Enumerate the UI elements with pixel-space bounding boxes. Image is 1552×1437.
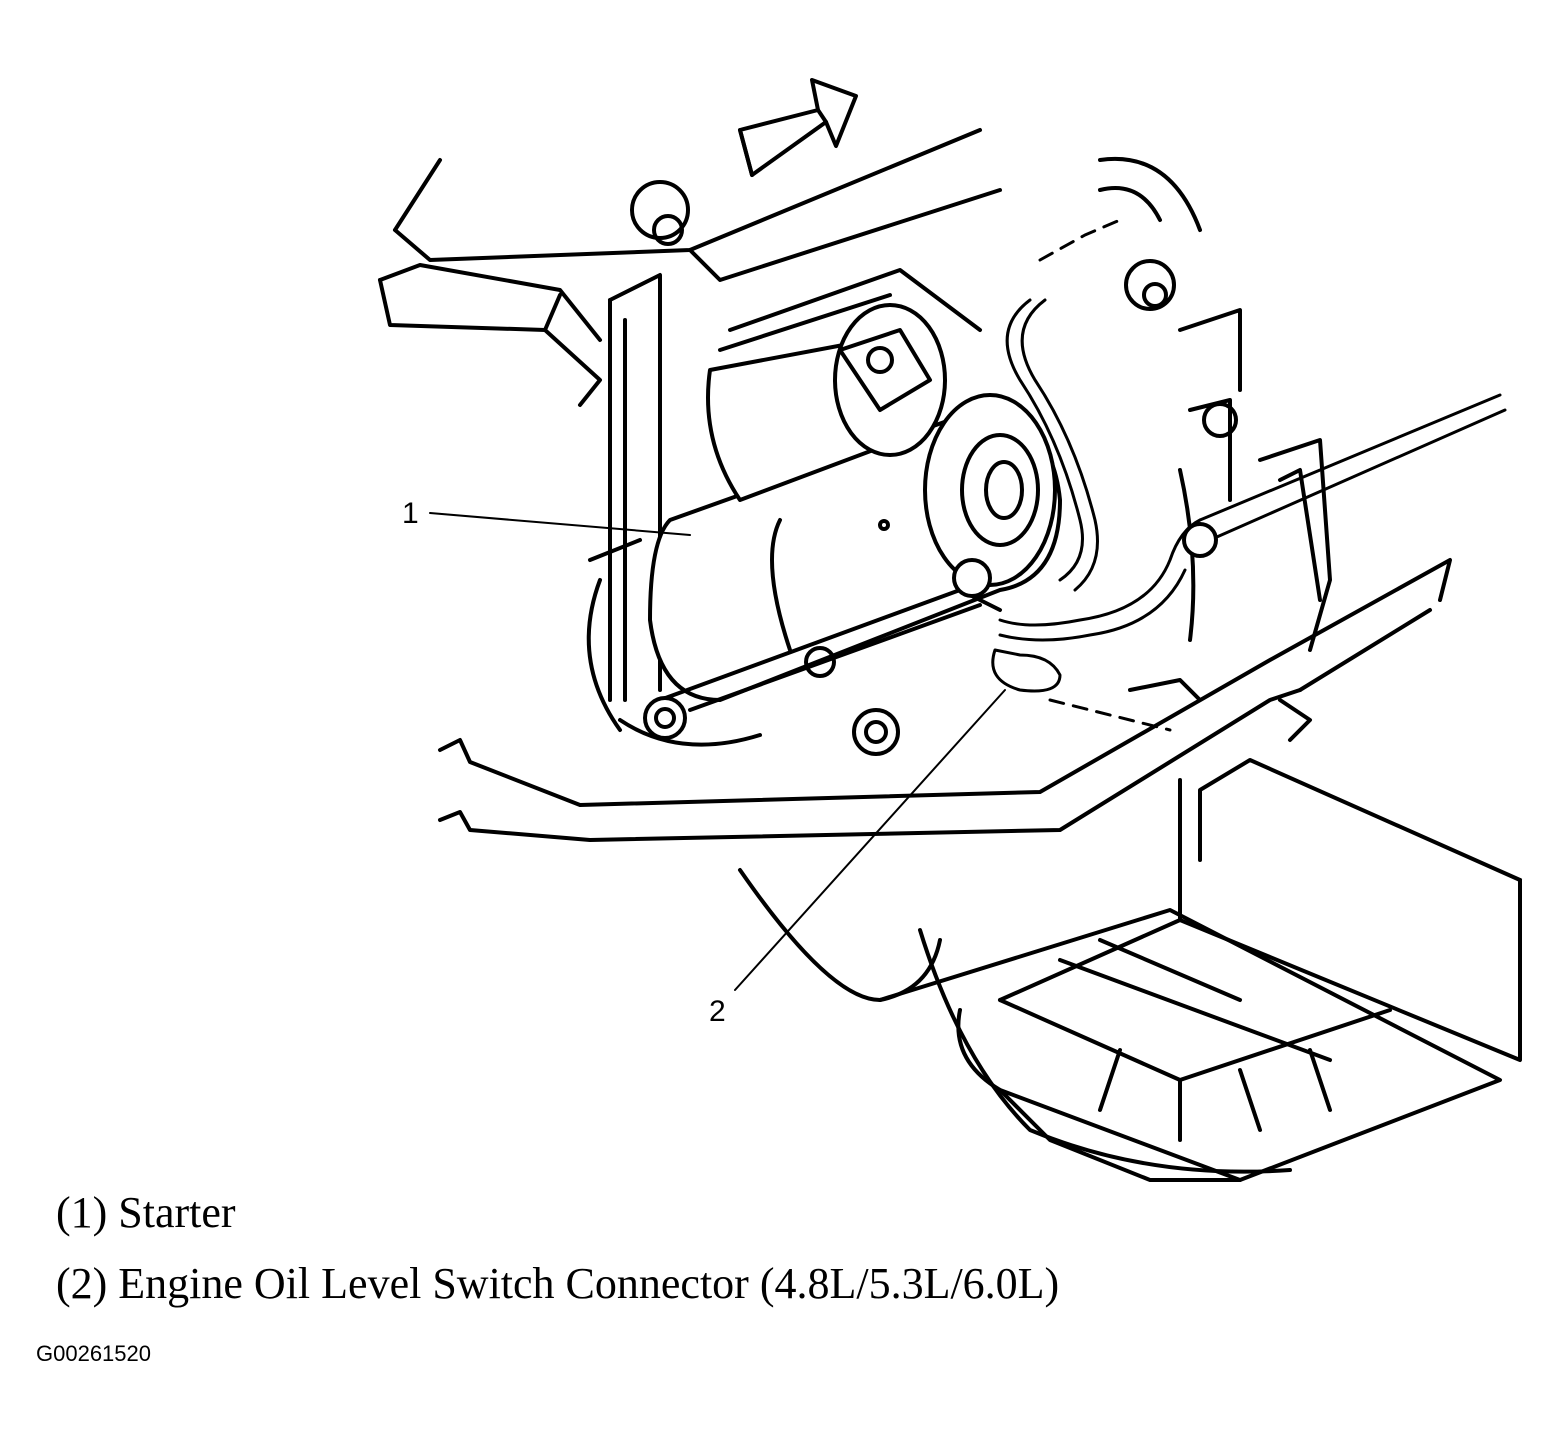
callout-2: 2 [709, 995, 726, 1028]
wiring-harness [991, 218, 1507, 732]
starter-motor [586, 268, 1062, 756]
oil-pan [738, 758, 1522, 1182]
callout-1-leader [429, 512, 691, 536]
figure-id: G00261520 [36, 1341, 151, 1366]
direction-arrow-icon [738, 78, 858, 177]
callout-2-leader [734, 689, 1006, 991]
upper-bracket [378, 128, 1202, 407]
callout-1: 1 [402, 497, 419, 530]
engine-block [1128, 308, 1332, 702]
legend-item-oil-level-switch: (2) Engine Oil Level Switch Connector (4… [56, 1259, 1060, 1308]
crossmember [438, 558, 1452, 842]
legend-item-starter: (1) Starter [56, 1188, 236, 1237]
